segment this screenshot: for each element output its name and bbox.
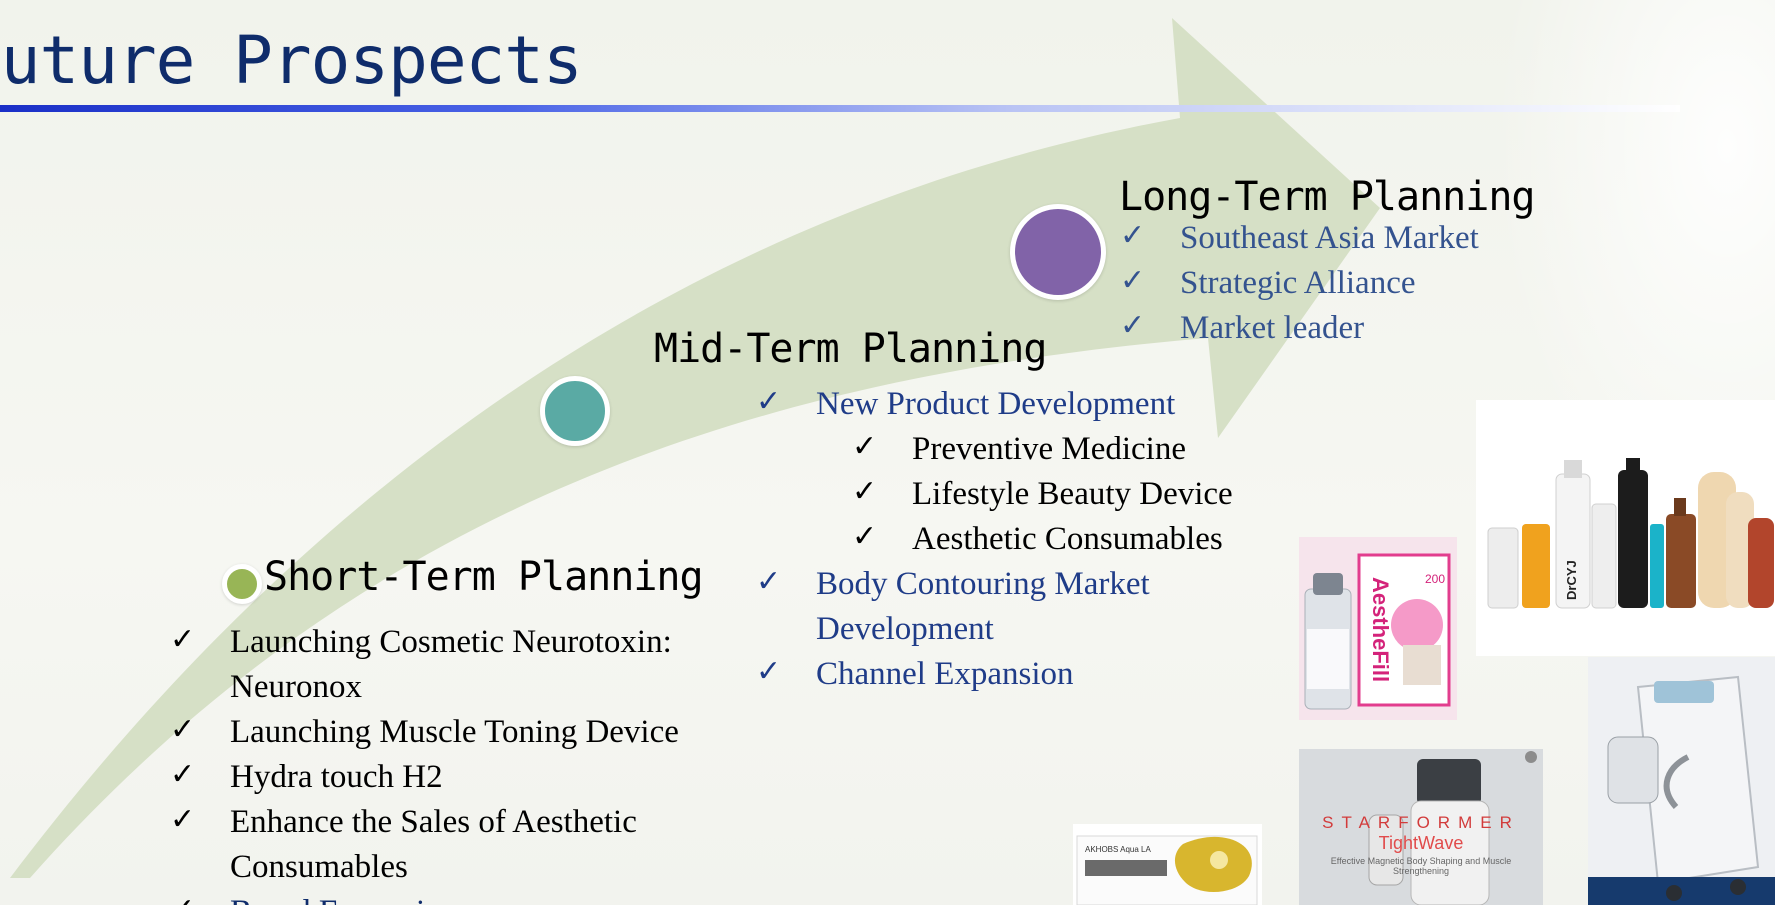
short-term-marker: [222, 564, 262, 604]
sub-list-container: ✓ Preventive Medicine ✓ Lifestyle Beauty D…: [756, 427, 1316, 562]
mid-term-heading: Mid-Term Planning: [654, 326, 1047, 372]
mid-term-marker: [540, 376, 610, 446]
starformer-illustration: [1299, 749, 1543, 905]
starformer-device-image: STARFORMER TightWave Effective Magnetic …: [1299, 749, 1543, 905]
list-item: ✓ Channel Expansion: [756, 652, 1316, 697]
check-icon: ✓: [756, 385, 782, 418]
list-item-label: Launching Cosmetic Neurotoxin: Neuronox: [230, 624, 672, 705]
list-item-label: Hydra touch H2: [230, 759, 443, 795]
list-item: ✓ Strategic Alliance: [1120, 261, 1580, 306]
list-item-label: Market leader: [1180, 310, 1365, 346]
long-term-marker: [1010, 204, 1106, 300]
list-item-label: Launching Muscle Toning Device: [230, 714, 679, 750]
sub-list-item: ✓ Lifestyle Beauty Device: [852, 472, 1316, 517]
list-item-label: Southeast Asia Market: [1180, 220, 1479, 256]
device-illustration: [1588, 657, 1775, 905]
check-icon: ✓: [1120, 264, 1146, 297]
list-item-label: Enhance the Sales of Aesthetic Consumabl…: [230, 804, 637, 885]
long-term-heading: Long-Term Planning: [1119, 174, 1535, 220]
list-item: ✓ Launching Cosmetic Neurotoxin: Neuronox: [170, 620, 760, 710]
check-icon: ✓: [1120, 309, 1146, 342]
aesthefill-dose-text: 200: [1425, 572, 1445, 586]
long-term-list: ✓ Southeast Asia Market ✓ Strategic Allian…: [1120, 216, 1580, 351]
list-item: ✓ Southeast Asia Market: [1120, 216, 1580, 261]
drcyj-brand-text: DrCYJ: [1564, 560, 1579, 600]
short-term-heading: Short-Term Planning: [264, 554, 704, 600]
check-icon: ✓: [852, 475, 878, 508]
starformer-sub-text: TightWave: [1378, 833, 1464, 853]
sub-list-item: ✓ Preventive Medicine: [852, 427, 1316, 472]
list-item-label: Brand Expansion: [230, 894, 458, 905]
starformer-tagline: Effective Magnetic Body Shaping and Musc…: [1330, 856, 1512, 876]
list-item-label: Preventive Medicine: [912, 431, 1186, 467]
aesthefill-product-image: AestheFill 200: [1299, 537, 1457, 720]
list-item: ✓ Enhance the Sales of Aesthetic Consumab…: [170, 800, 760, 890]
aesthefill-illustration: AestheFill 200: [1299, 537, 1457, 720]
check-icon: ✓: [756, 655, 782, 688]
check-icon: ✓: [1120, 219, 1146, 252]
slide-title: Future Prospects: [0, 22, 583, 99]
check-icon: ✓: [170, 803, 196, 836]
list-item-label: Aesthetic Consumables: [912, 521, 1223, 557]
starformer-brand-text: STARFORMER: [1322, 813, 1520, 832]
check-icon: ✓: [170, 758, 196, 791]
check-icon: ✓: [852, 430, 878, 463]
drcyj-illustration: DrCYJ: [1476, 400, 1775, 656]
body-contouring-device-image: [1588, 657, 1775, 905]
list-item: ✓ Hydra touch H2: [170, 755, 760, 800]
list-item-label: Channel Expansion: [816, 656, 1074, 692]
list-item-label: Lifestyle Beauty Device: [912, 476, 1233, 512]
check-icon: ✓: [170, 713, 196, 746]
consumable-box-image: AKHOBS Aqua LA: [1073, 824, 1262, 905]
list-item: ✓ Brand Expansion: [170, 890, 760, 905]
list-item: ✓ Launching Muscle Toning Device: [170, 710, 760, 755]
short-term-list: ✓ Launching Cosmetic Neurotoxin: Neuronox…: [170, 620, 760, 905]
list-item: ✓ New Product Development: [756, 382, 1316, 427]
list-item-label: Body Contouring Market Development: [816, 566, 1150, 647]
list-item: ✓ Body Contouring Market Development: [756, 562, 1316, 652]
sub-list-item: ✓ Aesthetic Consumables: [852, 517, 1316, 562]
title-underline: [0, 105, 1680, 112]
sub-list: ✓ Preventive Medicine ✓ Lifestyle Beauty D…: [756, 427, 1316, 562]
drcyj-products-image: DrCYJ: [1476, 400, 1775, 656]
box-illustration: AKHOBS Aqua LA: [1073, 824, 1262, 905]
box-brand-text: AKHOBS Aqua LA: [1085, 845, 1151, 854]
list-item-label: Strategic Alliance: [1180, 265, 1416, 301]
aesthefill-brand-text: AestheFill: [1368, 577, 1393, 682]
list-item-label: New Product Development: [816, 386, 1176, 422]
check-icon: ✓: [852, 520, 878, 553]
check-icon: ✓: [756, 565, 782, 598]
check-icon: ✓: [170, 890, 202, 905]
list-item: ✓ Market leader: [1120, 306, 1580, 351]
mid-term-list: ✓ New Product Development ✓ Preventive Med…: [756, 382, 1316, 697]
check-icon: ✓: [170, 623, 196, 656]
